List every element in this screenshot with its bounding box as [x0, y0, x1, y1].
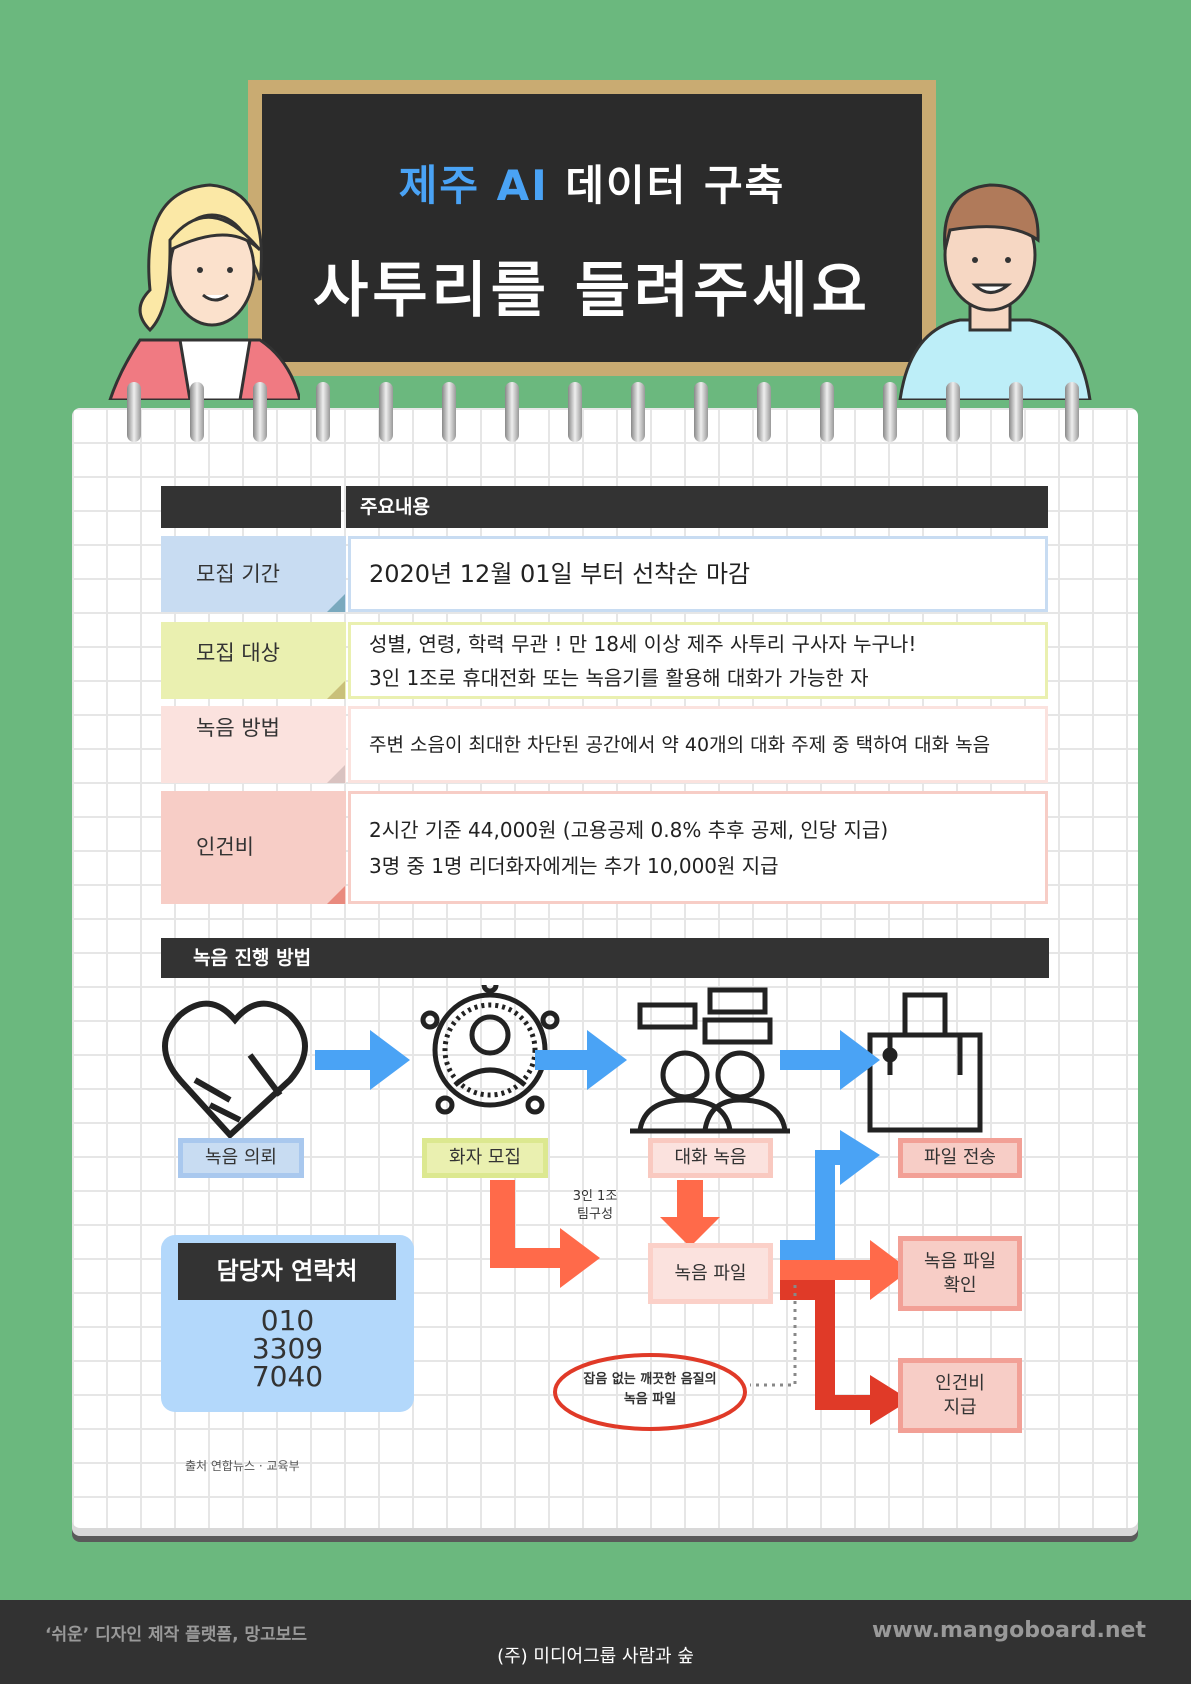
contact-title: 담당자 연락처	[178, 1243, 396, 1300]
subtitle: 사투리를 들려주세요	[313, 256, 871, 326]
row-content: 2020년 12월 01일 부터 선착순 마감	[348, 536, 1048, 612]
fold-corner	[327, 594, 345, 612]
table-header-blank	[161, 486, 341, 528]
spiral-ring	[946, 382, 960, 442]
row-content: 2시간 기준 44,000원 (고용공제 0.8% 추후 공제, 인당 지급)3…	[348, 791, 1048, 904]
row-label: 모집 기간	[161, 536, 346, 612]
spiral-ring	[442, 382, 456, 442]
row-content: 주변 소음이 최대한 차단된 공간에서 약 40개의 대화 주제 중 택하여 대…	[348, 706, 1048, 783]
chalkboard: 제주 AI 데이터 구축 사투리를 들려주세요	[248, 80, 936, 376]
footer-url[interactable]: www.mangoboard.net	[872, 1618, 1146, 1643]
blue-arrow	[315, 1030, 880, 1260]
row-label: 모집 대상	[161, 622, 346, 699]
dotted-connector	[750, 1285, 797, 1387]
row-label: 녹음 방법	[161, 706, 346, 783]
process-flow	[162, 985, 983, 1431]
spiral-ring	[1009, 382, 1023, 442]
fold-corner	[327, 681, 345, 699]
step-record: 대화 녹음	[648, 1138, 773, 1178]
title: 제주 AI 데이터 구축	[398, 161, 786, 210]
process-header: 녹음 진행 방법	[161, 938, 1049, 978]
red-arrow	[490, 1180, 910, 1300]
spiral-ring	[1065, 382, 1079, 442]
spiral-ring	[316, 382, 330, 442]
spiral-ring	[883, 382, 897, 442]
footer-company: (주) 미디어그룹 사람과 숲	[497, 1646, 694, 1667]
file-transfer-bag-icon	[867, 992, 983, 1133]
fold-corner	[327, 886, 345, 904]
quality-ellipse	[553, 1353, 747, 1431]
spiral-ring	[694, 382, 708, 442]
spiral-ring	[253, 382, 267, 442]
row-label: 인건비	[161, 791, 346, 904]
handshake-heart-icon	[162, 1000, 308, 1140]
table-header: 주요내용	[346, 486, 1048, 528]
spiral-ring	[568, 382, 582, 442]
spiral-ring	[757, 382, 771, 442]
spiral-ring	[631, 382, 645, 442]
step-send: 파일 전송	[898, 1138, 1022, 1178]
conversation-people-icon	[630, 987, 790, 1134]
spiral-ring	[190, 382, 204, 442]
source-text: 출처 연합뉴스 · 교육부	[185, 1459, 300, 1473]
spiral-ring	[820, 382, 834, 442]
spiral-ring	[379, 382, 393, 442]
spiral-ring	[505, 382, 519, 442]
step-request: 녹음 의뢰	[178, 1138, 304, 1178]
footer: ‘쉬운’ 디자인 제작 플랫폼, 망고보드 (주) 미디어그룹 사람과 숲 ww…	[0, 1600, 1191, 1684]
woman-illustration	[108, 183, 300, 400]
man-illustration	[898, 183, 1092, 400]
recorded-file: 녹음 파일	[648, 1243, 773, 1304]
step-recruit: 화자 모집	[422, 1138, 548, 1178]
dark-red-arrow	[780, 1280, 910, 1425]
footer-tagline: ‘쉬운’ 디자인 제작 플랫폼, 망고보드	[45, 1625, 308, 1645]
spiral-ring	[127, 382, 141, 442]
recruit-person-icon	[420, 985, 560, 1115]
row-content: 성별, 연령, 학력 무관 ! 만 18세 이상 제주 사투리 구사자 누구나!…	[348, 622, 1048, 699]
fold-corner	[327, 765, 345, 783]
